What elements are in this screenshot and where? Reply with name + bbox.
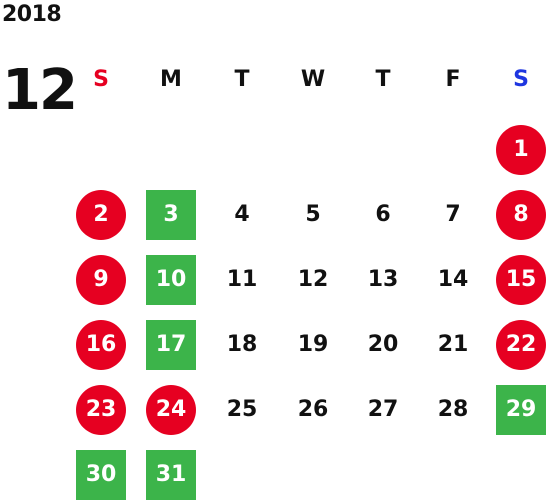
- weekday-header: T: [234, 67, 250, 92]
- day-cell-3[interactable]: 3: [146, 190, 196, 240]
- day-cell-25[interactable]: 25: [226, 397, 258, 422]
- year-label: 2018: [2, 2, 62, 27]
- day-cell-7[interactable]: 7: [445, 202, 461, 227]
- day-cell-28[interactable]: 28: [437, 397, 469, 422]
- day-cell-31[interactable]: 31: [146, 450, 196, 500]
- day-cell-10[interactable]: 10: [146, 255, 196, 305]
- weekday-header: M: [160, 67, 182, 92]
- day-cell-13[interactable]: 13: [367, 267, 399, 292]
- month-number: 12: [2, 58, 78, 123]
- day-cell-17[interactable]: 17: [146, 320, 196, 370]
- day-cell-15[interactable]: 15: [496, 255, 546, 305]
- weekday-header: S: [93, 67, 109, 92]
- day-cell-5[interactable]: 5: [305, 202, 321, 227]
- weekday-header: S: [513, 67, 529, 92]
- day-cell-12[interactable]: 12: [297, 267, 329, 292]
- day-cell-26[interactable]: 26: [297, 397, 329, 422]
- day-cell-30[interactable]: 30: [76, 450, 126, 500]
- day-cell-19[interactable]: 19: [297, 332, 329, 357]
- day-cell-1[interactable]: 1: [496, 125, 546, 175]
- day-cell-11[interactable]: 11: [226, 267, 258, 292]
- weekday-header: T: [375, 67, 391, 92]
- day-cell-23[interactable]: 23: [76, 385, 126, 435]
- day-cell-16[interactable]: 16: [76, 320, 126, 370]
- day-cell-4[interactable]: 4: [234, 202, 250, 227]
- day-cell-27[interactable]: 27: [367, 397, 399, 422]
- day-cell-29[interactable]: 29: [496, 385, 546, 435]
- day-cell-18[interactable]: 18: [226, 332, 258, 357]
- day-cell-8[interactable]: 8: [496, 190, 546, 240]
- day-cell-21[interactable]: 21: [437, 332, 469, 357]
- day-cell-2[interactable]: 2: [76, 190, 126, 240]
- day-cell-24[interactable]: 24: [146, 385, 196, 435]
- day-cell-9[interactable]: 9: [76, 255, 126, 305]
- day-cell-14[interactable]: 14: [437, 267, 469, 292]
- weekday-header: F: [445, 67, 461, 92]
- weekday-header: W: [300, 67, 326, 92]
- day-cell-22[interactable]: 22: [496, 320, 546, 370]
- day-cell-20[interactable]: 20: [367, 332, 399, 357]
- day-cell-6[interactable]: 6: [375, 202, 391, 227]
